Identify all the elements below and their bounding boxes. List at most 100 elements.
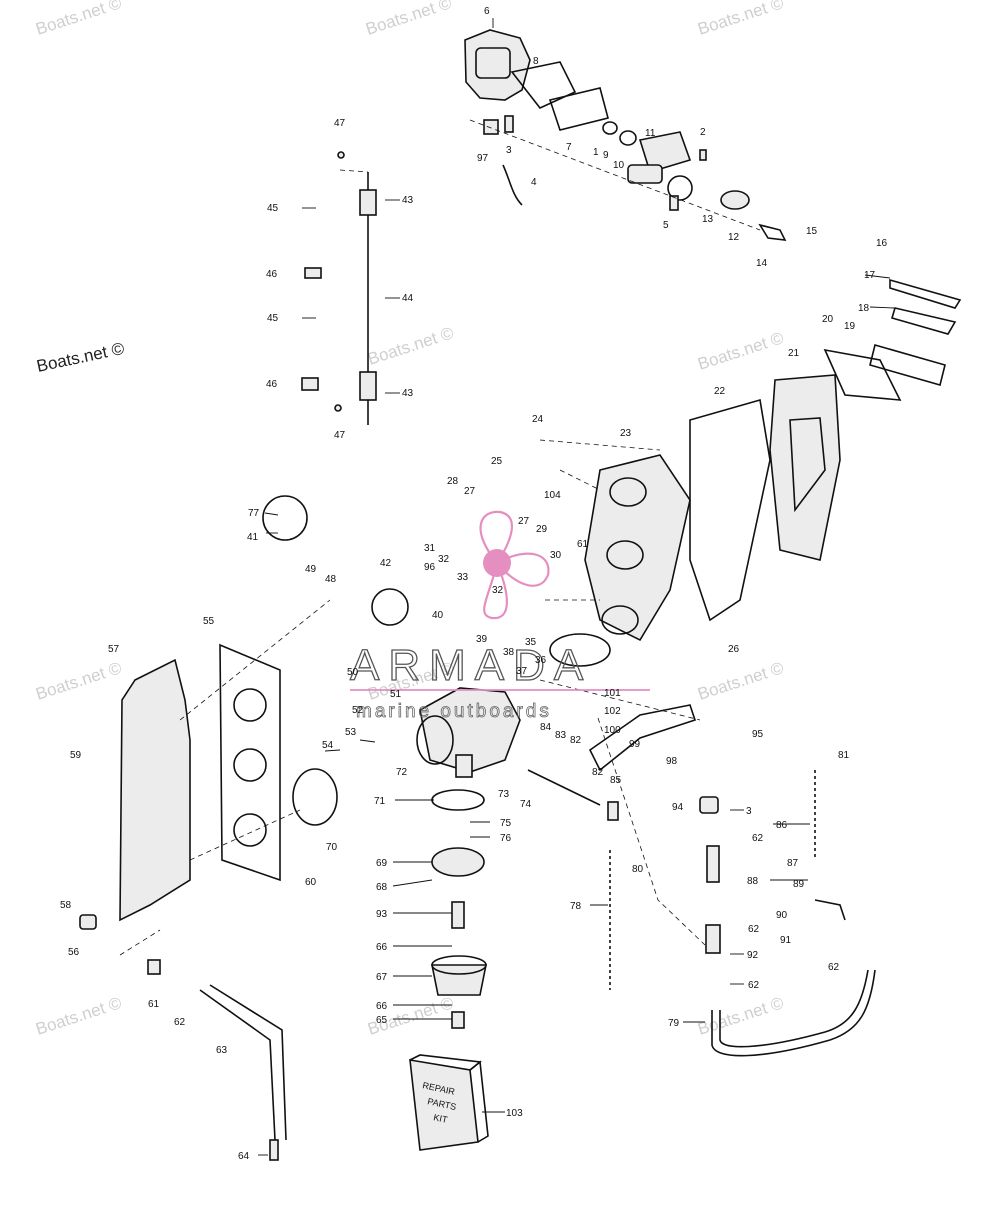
callout-label: 92 [747,950,759,961]
callout-label: 59 [70,750,82,761]
callout-label: 55 [203,616,215,627]
callout-label: 45 [267,313,279,324]
callout-label: 102 [604,706,621,717]
callout-label: 99 [629,739,641,750]
callout-label: 82 [570,735,582,746]
callout-label: 64 [238,1151,250,1162]
callout-label: 54 [322,740,334,751]
callout-label: 1 [593,147,599,158]
callout-label: 71 [374,796,386,807]
callout-label: 14 [756,258,768,269]
callout-label: 101 [604,688,621,699]
callout-label: 2 [700,127,706,138]
callout-label: 5 [663,220,669,231]
propeller-blade-icon [483,559,508,620]
callout-label: 33 [457,572,469,583]
callout-label: 17 [864,270,876,281]
callout-label: 50 [347,667,359,678]
callout-label: 78 [570,901,582,912]
callout-label: 28 [447,476,459,487]
callout-label: 11 [645,128,656,139]
callout-label: 30 [550,550,562,561]
callout-label: 70 [326,842,338,853]
callout-label: 20 [822,314,834,325]
callout-label: 77 [248,508,260,519]
carburetor-body [262,495,697,1029]
callout-label: 7 [566,142,572,153]
callout-label: 79 [668,1018,680,1029]
brand-name: ARMADA [350,641,592,690]
callout-label: 86 [776,820,788,831]
callout-label: 63 [216,1045,228,1056]
cover-plate-assembly [79,643,287,1161]
callout-label: 47 [334,118,346,129]
intake-manifold [549,374,841,667]
callout-label: 69 [376,858,388,869]
callout-label: 57 [108,644,120,655]
fuel-pump-assembly [464,29,962,401]
callout-label: 62 [828,962,840,973]
callout-label: 76 [500,833,512,844]
callout-label: 62 [748,924,760,935]
callout-label: 3 [506,145,512,156]
callout-label: 56 [68,947,80,958]
callout-label: 65 [376,1015,388,1026]
callout-label: 89 [793,879,805,890]
leader-lines [258,18,895,1156]
callout-label: 49 [305,564,317,575]
linkage-rod-assembly [301,151,377,425]
callout-label: 103 [506,1108,523,1119]
fuel-line-assembly [699,770,876,1057]
callout-label: 32 [438,554,450,565]
callout-label: 21 [788,348,800,359]
watermark-text-dark: Boats.net © [35,339,127,376]
callout-label: 58 [60,900,72,911]
callout-label: 13 [702,214,714,225]
callout-labels: 6 8 2 11 7 1 9 3 97 10 4 5 13 12 15 14 1… [60,6,888,1162]
callout-label: 25 [491,456,503,467]
callout-label: 27 [518,516,530,527]
callout-label: 31 [424,543,436,554]
callout-label: 22 [714,386,726,397]
callout-label: 36 [535,655,547,666]
callout-label: 88 [747,876,759,887]
callout-label: 66 [376,942,388,953]
callout-label: 41 [247,532,259,543]
callout-label: 46 [266,269,278,280]
repair-kit-box: REPAIR PARTS KIT [409,1054,489,1151]
watermark-text: Boats.net © [33,658,124,704]
callout-label: 15 [806,226,818,237]
callout-label: 97 [477,153,489,164]
callout-label: 84 [540,722,552,733]
brand-logo: ARMADA marine outboards [349,510,650,722]
callout-label: 75 [500,818,512,829]
kit-label-line: KIT [433,1112,449,1125]
callout-label: 18 [858,303,870,314]
callout-label: 12 [728,232,740,243]
brand-tagline: marine outboards [356,701,552,722]
callout-label: 93 [376,909,388,920]
callout-label: 66 [376,1001,388,1012]
callout-label: 90 [776,910,788,921]
watermark-text: Boats.net © [695,993,786,1039]
callout-label: 81 [838,750,850,761]
callout-label: 42 [380,558,392,569]
callout-label: 87 [787,858,799,869]
callout-label: 40 [432,610,444,621]
callout-label: 91 [780,935,792,946]
watermark-text: Boats.net © [365,323,456,369]
callout-label: 45 [267,203,279,214]
watermark-text: Boats.net © [363,0,454,39]
callout-label: 35 [525,637,537,648]
callout-label: 24 [532,414,544,425]
callout-label: 62 [174,1017,186,1028]
callout-label: 32 [492,585,504,596]
watermark-text: Boats.net © [695,328,786,374]
callout-label: 9 [603,150,609,161]
callout-label: 104 [544,490,561,501]
callout-label: 74 [520,799,532,810]
callout-label: 72 [396,767,408,778]
callout-label: 27 [464,486,476,497]
callout-label: 61 [577,539,589,550]
